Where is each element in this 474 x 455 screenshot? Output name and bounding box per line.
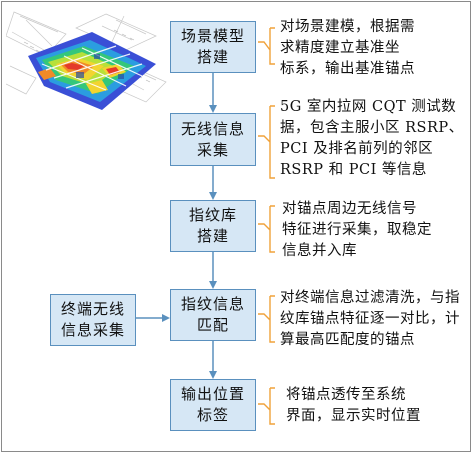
step-output-label-description: 将锚点透传至系统 界面，显示实时位置 [286, 385, 421, 427]
step-fingerprint-db-description: 对锚点周边无线信号 特征进行采集，取稳定 信息并入库 [282, 199, 432, 262]
bracket-fpdb [258, 205, 275, 253]
step-fingerprint-db-label-line1: 指纹库 [188, 206, 237, 224]
step-wireless-collection-box: 无线信息 采集 [170, 113, 256, 166]
step-fingerprint-match-description: 对终端信息过滤清洗，与指 纹库锚点特征逐一对比，计 算最高匹配度的锚点 [280, 288, 460, 351]
step-output-label-box: 输出位置 标签 [170, 379, 256, 431]
desc-line: PCI 及排名前列的邻区 [280, 141, 434, 157]
desc-line: 对场景建模，根据需 [280, 19, 415, 35]
desc-line: RSRP 和 PCI 等信息 [280, 162, 427, 178]
step-scene-model-label-line1: 场景模型 [180, 27, 245, 45]
desc-line: 对锚点周边无线信号 [282, 201, 417, 217]
step-scene-model-label-line2: 搭建 [196, 48, 229, 66]
desc-line: 信息并入库 [282, 243, 357, 259]
terminal-collection-box: 终端无线 信息采集 [50, 294, 136, 346]
step-scene-model-box: 场景模型 搭建 [170, 21, 256, 73]
desc-line: 纹库锚点特征逐一对比，计 [280, 311, 460, 327]
step-fingerprint-db-box: 指纹库 搭建 [170, 200, 256, 252]
terminal-collection-label-line1: 终端无线 [60, 300, 125, 318]
desc-line: 对终端信息过滤清洗，与指 [280, 290, 460, 306]
step-fingerprint-match-box: 指纹信息 匹配 [170, 289, 256, 341]
bracket-match [258, 295, 275, 343]
desc-line: 界面，显示实时位置 [286, 408, 421, 424]
bracket-output [258, 387, 275, 425]
terminal-collection-label-line2: 信息采集 [60, 321, 125, 339]
step-output-label-line1: 输出位置 [180, 385, 245, 403]
step-fingerprint-match-label-line1: 指纹信息 [180, 295, 245, 313]
floor-plan-heatmap-image [6, 11, 167, 110]
bracket-scene [258, 27, 275, 65]
step-fingerprint-db-label-line2: 搭建 [196, 227, 229, 245]
desc-line: 算最高匹配度的锚点 [280, 332, 415, 348]
step-output-label-line2: 标签 [196, 406, 229, 424]
desc-line: 5G 室内拉网 CQT 测试数 [280, 99, 457, 115]
desc-line: 求精度建立基准坐 [280, 40, 400, 56]
step-wireless-collection-label-line2: 采集 [196, 140, 229, 159]
desc-line: 标系，输出基准锚点 [280, 61, 415, 77]
desc-line: 据，包含主服小区 RSRP、 [280, 120, 464, 136]
desc-line: 特征进行采集，取稳定 [282, 222, 432, 238]
desc-line: 将锚点透传至系统 [286, 387, 406, 403]
step-fingerprint-match-label-line2: 匹配 [196, 316, 229, 334]
step-wireless-collection-description: 5G 室内拉网 CQT 测试数 据，包含主服小区 RSRP、 PCI 及排名前列… [280, 97, 464, 181]
step-wireless-collection-label-line1: 无线信息 [180, 119, 245, 138]
bracket-wireless [258, 105, 275, 179]
step-scene-model-description: 对场景建模，根据需 求精度建立基准坐 标系，输出基准锚点 [280, 17, 415, 80]
